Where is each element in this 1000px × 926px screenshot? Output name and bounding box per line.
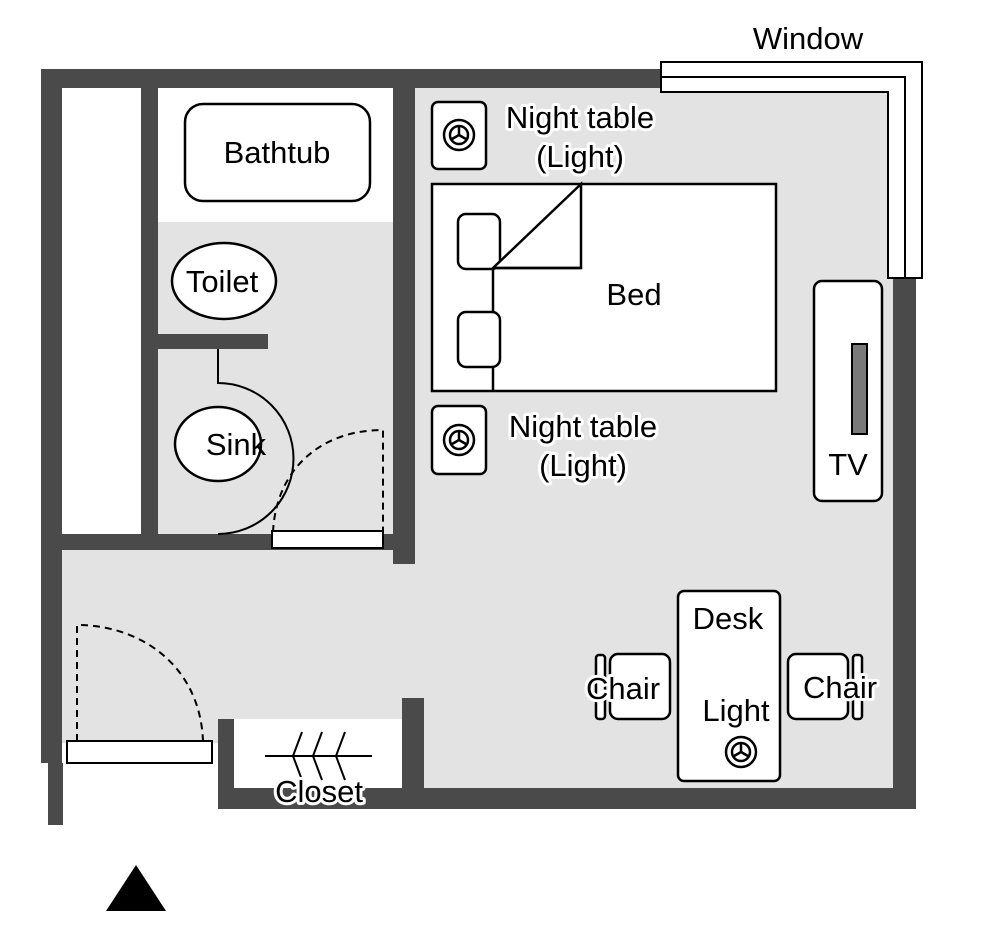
tv-screen xyxy=(851,343,868,435)
chair-left xyxy=(594,652,672,721)
sink-counter xyxy=(173,349,295,535)
desk-label: Desk xyxy=(693,601,764,636)
night-table-bottom-label-1: Night table xyxy=(509,409,657,444)
entrance-door[interactable] xyxy=(66,623,213,764)
closet xyxy=(234,719,402,788)
bathtub-label: Bathtub xyxy=(224,135,331,170)
desk-light-label: Light xyxy=(702,693,770,728)
outer-walls xyxy=(41,69,916,825)
chair-left-label: Chair xyxy=(586,671,660,706)
tv-label: TV xyxy=(828,447,868,482)
night-table-top xyxy=(430,100,488,171)
window-label: Window xyxy=(753,21,864,56)
interior-walls xyxy=(62,88,424,809)
window xyxy=(660,61,923,279)
entrance-arrow-icon xyxy=(106,865,166,911)
closet-label: Closet xyxy=(275,774,363,809)
night-table-bottom xyxy=(430,404,488,476)
lamp-icon xyxy=(724,735,758,769)
bed-label: Bed xyxy=(606,277,661,312)
lamp-icon xyxy=(442,423,476,457)
toilet-label: Toilet xyxy=(186,264,259,299)
lamp-icon xyxy=(442,118,476,152)
night-table-bottom-label-2: (Light) xyxy=(539,448,627,483)
bathtub xyxy=(183,102,372,203)
bed xyxy=(430,181,778,393)
chair-right xyxy=(786,652,864,721)
chair-right-label: Chair xyxy=(803,670,877,705)
tv-stand xyxy=(812,279,884,503)
desk xyxy=(676,589,782,783)
night-table-top-label-2: (Light) xyxy=(536,139,624,174)
night-table-top-label-1: Night table xyxy=(506,100,654,135)
toilet xyxy=(170,241,278,321)
bathroom-door[interactable] xyxy=(271,428,384,549)
sink-label: Sink xyxy=(206,427,267,462)
